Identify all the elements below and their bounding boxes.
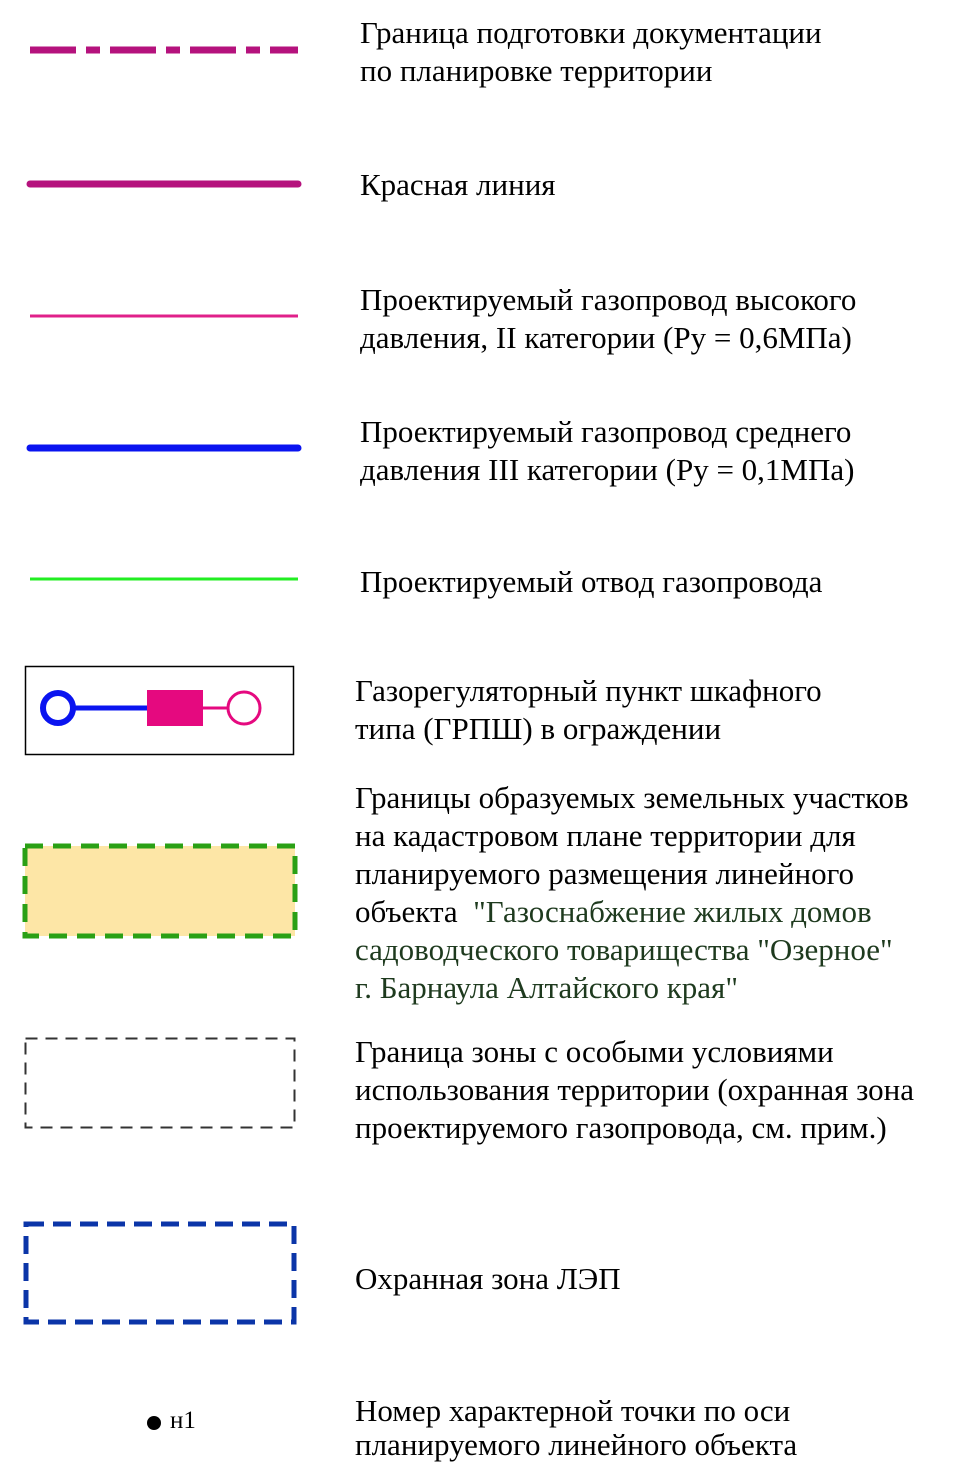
label-line: Проектируемый газопровод среднего — [360, 414, 852, 449]
pipeline-branch-symbol — [0, 559, 320, 599]
label-line: давления III категории (Ру = 0,1МПа) — [360, 452, 855, 487]
dashed-filled-rect-icon — [22, 843, 298, 939]
label-line: Границы образуемых земельных участков — [355, 780, 909, 815]
label-line: Проектируемый газопровод высокого — [360, 282, 857, 317]
medium-pressure-label: Проектируемый газопровод среднего давлен… — [360, 413, 854, 489]
label-line: планируемого размещения линейного — [355, 856, 855, 891]
blue-line-icon — [26, 444, 302, 452]
label-line: проектируемого газопровода, см. прим.) — [355, 1110, 887, 1145]
label-line: Газорегуляторный пункт шкафного — [355, 673, 822, 708]
point-number-label: Номер характерной точки по оси планируем… — [355, 1394, 797, 1462]
special-zone-symbol — [0, 1034, 320, 1134]
point-marker-label: н1 — [170, 1407, 196, 1434]
thin-line-icon — [30, 314, 298, 318]
grpsh-label: Газорегуляторный пункт шкафного типа (ГР… — [355, 672, 822, 748]
label-line: давления, II категории (Ру = 0,6МПа) — [360, 320, 852, 355]
object-name: "Газоснабжение жилых домов — [473, 894, 872, 929]
high-pressure-symbol — [0, 296, 320, 336]
planning-boundary-symbol — [0, 30, 320, 70]
label-line: Красная линия — [360, 167, 556, 202]
planning-boundary-label: Граница подготовки документации по плани… — [360, 14, 822, 90]
high-pressure-label: Проектируемый газопровод высокого давлен… — [360, 281, 856, 357]
label-line: на кадастровом плане территории для — [355, 818, 856, 853]
label-line: Номер характерной точки по оси — [355, 1393, 791, 1428]
land-plots-symbol — [0, 838, 320, 948]
pipeline-branch-label: Проектируемый отвод газопровода — [360, 563, 822, 601]
label-line: Граница зоны с особыми условиями — [355, 1034, 834, 1069]
label-line: Проектируемый отвод газопровода — [360, 564, 823, 599]
grpsh-symbol — [0, 664, 320, 760]
blue-dashed-rect-icon — [23, 1221, 297, 1325]
power-line-zone-symbol — [0, 1220, 320, 1330]
label-line: типа (ГРПШ) в ограждении — [355, 711, 722, 746]
green-line-icon — [30, 577, 298, 581]
medium-pressure-symbol — [0, 428, 320, 468]
land-plots-label: Границы образуемых земельных участков на… — [355, 779, 909, 1007]
point-marker-icon — [147, 1416, 161, 1430]
power-line-zone-label: Охранная зона ЛЭП — [355, 1260, 621, 1298]
label-line: Граница подготовки документации — [360, 15, 822, 50]
dashed-rect-icon — [24, 1037, 296, 1129]
label-line: по планировке территории — [360, 53, 713, 88]
red-line-label: Красная линия — [360, 166, 556, 204]
thick-line-icon — [26, 180, 302, 188]
label-line: планируемого линейного объекта — [355, 1427, 798, 1462]
object-name: садоводческого товарищества "Озерное" — [355, 932, 893, 967]
object-name: г. Барнаула Алтайского края" — [355, 970, 738, 1005]
object-prefix: объекта — [355, 894, 474, 929]
label-line: использования территории (охранная зона — [355, 1072, 915, 1107]
label-line: объекта "Газоснабжение жилых домов — [355, 893, 909, 931]
label-line: Охранная зона ЛЭП — [355, 1261, 621, 1296]
gas-regulator-icon — [24, 665, 295, 756]
special-zone-label: Граница зоны с особыми условиями использ… — [355, 1033, 914, 1147]
dash-dot-line-icon — [30, 46, 298, 54]
point-number-symbol: н1 — [0, 1404, 320, 1444]
red-line-symbol — [0, 164, 320, 204]
